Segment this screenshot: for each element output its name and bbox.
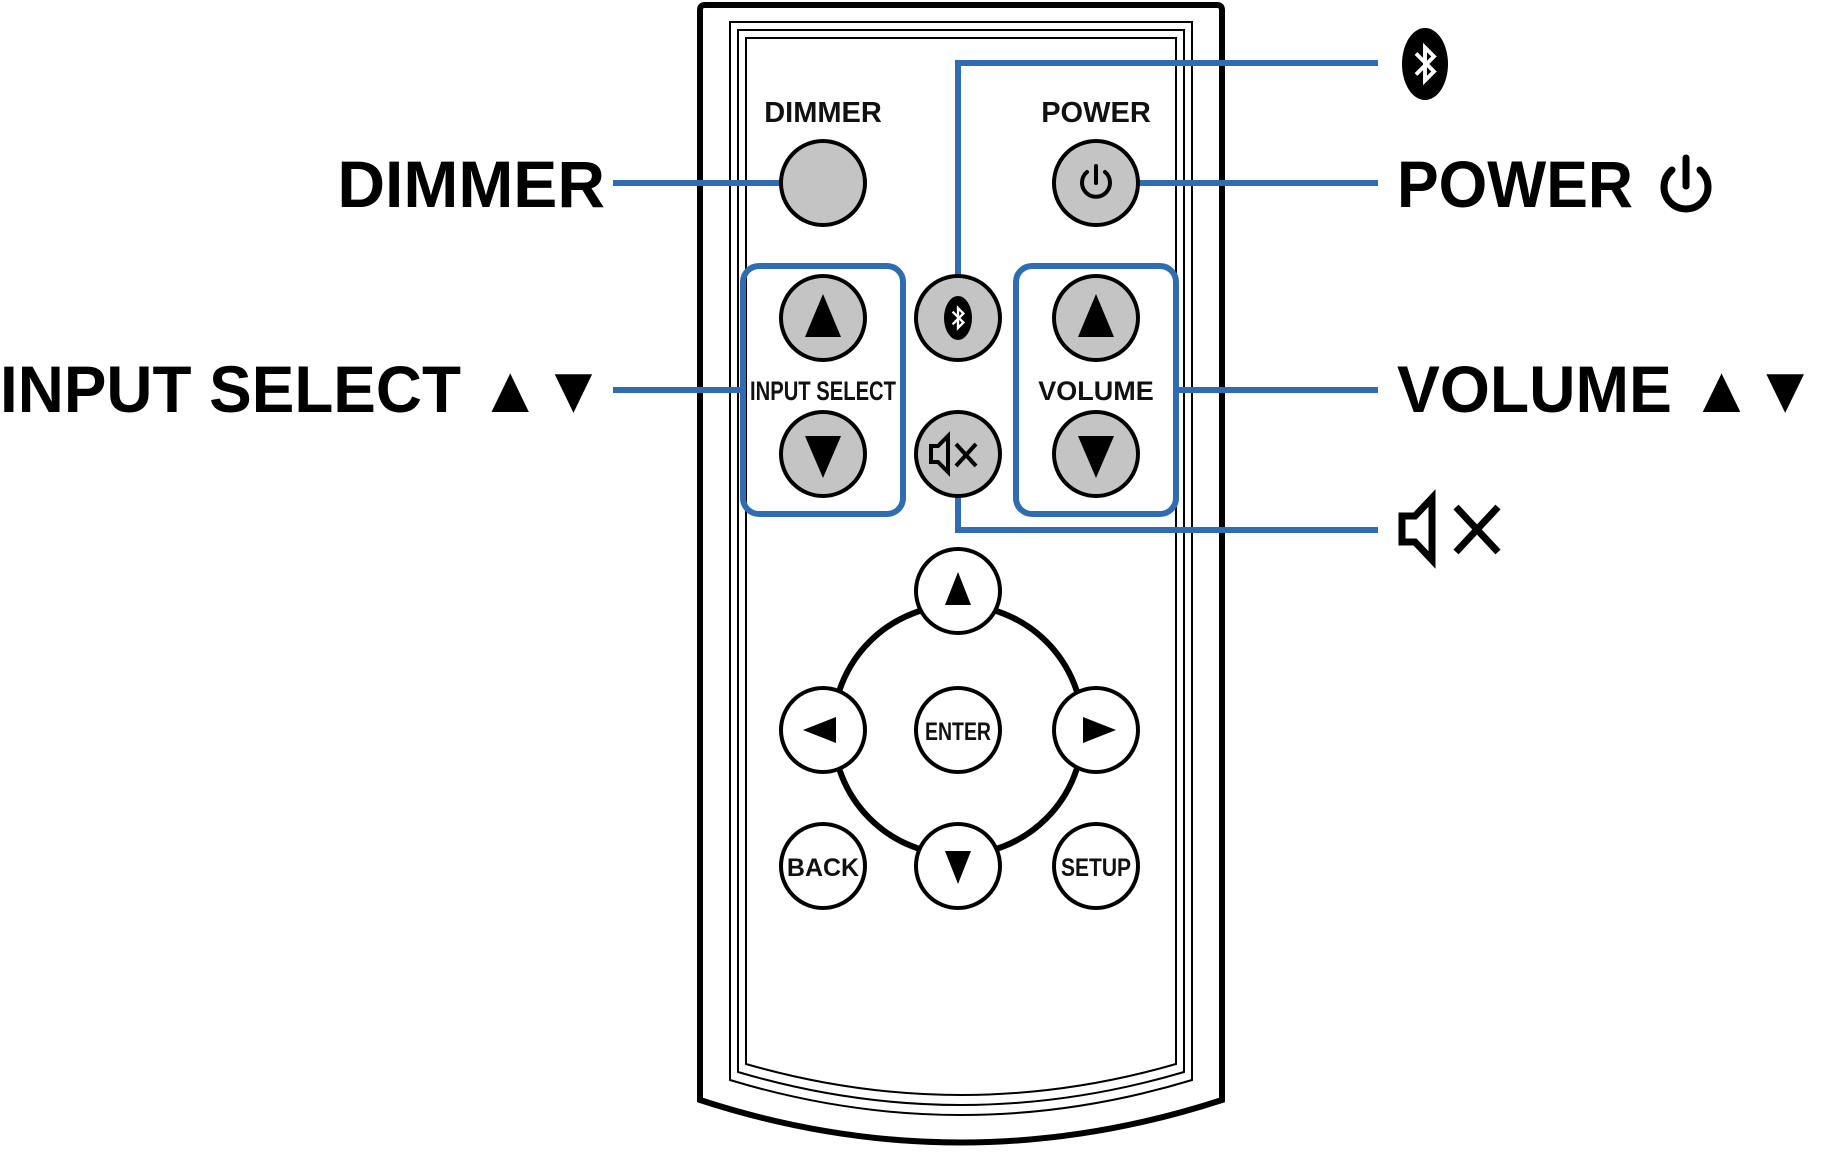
triangle-down-icon [805, 436, 841, 478]
leader-lines [613, 60, 1378, 533]
triangle-left-icon [803, 717, 836, 743]
cursor-up-button[interactable] [914, 547, 1002, 635]
mute-icon [929, 431, 978, 477]
enter-button[interactable]: ENTER [914, 686, 1002, 774]
callout-bluetooth [1402, 28, 1448, 100]
back-button-label: BACK [787, 854, 859, 882]
triangle-right-icon [1083, 717, 1116, 743]
cursor-left-button[interactable] [779, 686, 867, 774]
power-icon [1080, 164, 1112, 199]
bluetooth-button[interactable] [914, 274, 1002, 362]
cursor-right-button[interactable] [1052, 686, 1140, 774]
triangle-down-icon [1078, 436, 1114, 478]
back-button[interactable]: BACK [779, 822, 867, 910]
power-button[interactable] [1052, 139, 1140, 227]
callout-dimmer: DIMMER [337, 147, 605, 221]
power-icon [1660, 154, 1712, 213]
input-select-up-button[interactable] [779, 274, 867, 362]
callout-mute [1398, 489, 1501, 569]
triangle-up-icon [945, 572, 971, 605]
callout-volume: VOLUME ▲▼ [1397, 352, 1817, 426]
mute-icon [1398, 489, 1501, 569]
input-select-down-button[interactable] [779, 410, 867, 498]
cursor-down-button[interactable] [914, 822, 1002, 910]
enter-button-label: ENTER [925, 718, 991, 746]
dimmer-button[interactable] [779, 139, 867, 227]
setup-button-label: SETUP [1061, 854, 1131, 882]
callout-input-select: INPUT SELECT ▲▼ [0, 352, 605, 426]
volume-down-button[interactable] [1052, 410, 1140, 498]
volume-label: VOLUME [1038, 376, 1154, 406]
triangle-up-icon [1078, 294, 1114, 337]
volume-up-button[interactable] [1052, 274, 1140, 362]
callout-power: POWER [1397, 147, 1633, 221]
mute-button[interactable] [914, 410, 1002, 498]
input-select-label: INPUT SELECT [750, 376, 896, 406]
setup-button[interactable]: SETUP [1052, 822, 1140, 910]
dimmer-button-label: DIMMER [764, 97, 882, 129]
triangle-down-icon [945, 851, 971, 884]
triangle-up-icon [805, 294, 841, 337]
power-button-label: POWER [1041, 97, 1151, 129]
